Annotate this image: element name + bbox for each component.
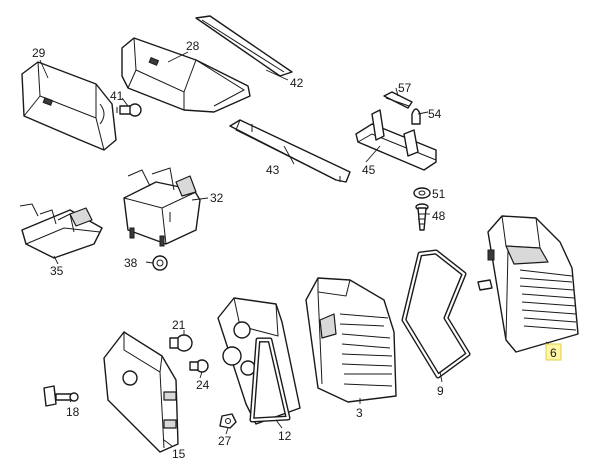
label-32: 32 [210,191,224,205]
label-3: 3 [356,406,363,420]
part-18-fastener [43,385,79,407]
part-35-holder [19,203,103,259]
label-48: 48 [432,209,446,223]
part-41-bulb [116,103,142,117]
label-18: 18 [66,405,80,419]
label-51: 51 [432,187,446,201]
label-38: 38 [124,256,138,270]
part-15-carrier [103,331,179,453]
part-6-tail-lamp [477,215,579,353]
part-42-gasket [195,15,293,77]
part-43-strip [229,119,351,183]
label-12: 12 [278,429,292,443]
part-9-gasket [401,249,471,379]
part-51-washer [413,187,431,199]
label-57: 57 [398,81,412,95]
label-9: 9 [437,384,444,398]
label-24: 24 [196,378,210,392]
label-35: 35 [50,264,64,278]
label-45: 45 [362,163,376,177]
label-43: 43 [266,163,280,177]
callout-labels: 29 28 42 41 57 54 43 45 32 51 48 35 38 2… [32,39,557,461]
label-28: 28 [186,39,200,53]
part-32-socket [123,167,201,247]
part-45-holder [355,109,437,171]
label-21: 21 [172,318,186,332]
label-6: 6 [550,346,557,360]
label-29: 29 [32,46,46,60]
part-29-cover [21,61,117,151]
label-27: 27 [218,434,232,448]
part-54-bulb [411,108,421,125]
leader-lines [39,51,553,447]
part-28-housing [121,37,251,113]
part-24-bulb [189,359,209,373]
part-57-bulb [383,91,413,109]
label-42: 42 [290,76,304,90]
label-15: 15 [172,447,186,461]
part-38-nut [152,255,168,271]
part-3-lens [305,277,397,403]
part-27-nut [219,413,237,429]
part-48-screw [415,203,429,231]
part-21-bulb [169,334,193,352]
label-41: 41 [110,89,124,103]
label-54: 54 [428,107,442,121]
part-12-frame [217,297,301,425]
highlight-part-6 [545,343,562,361]
